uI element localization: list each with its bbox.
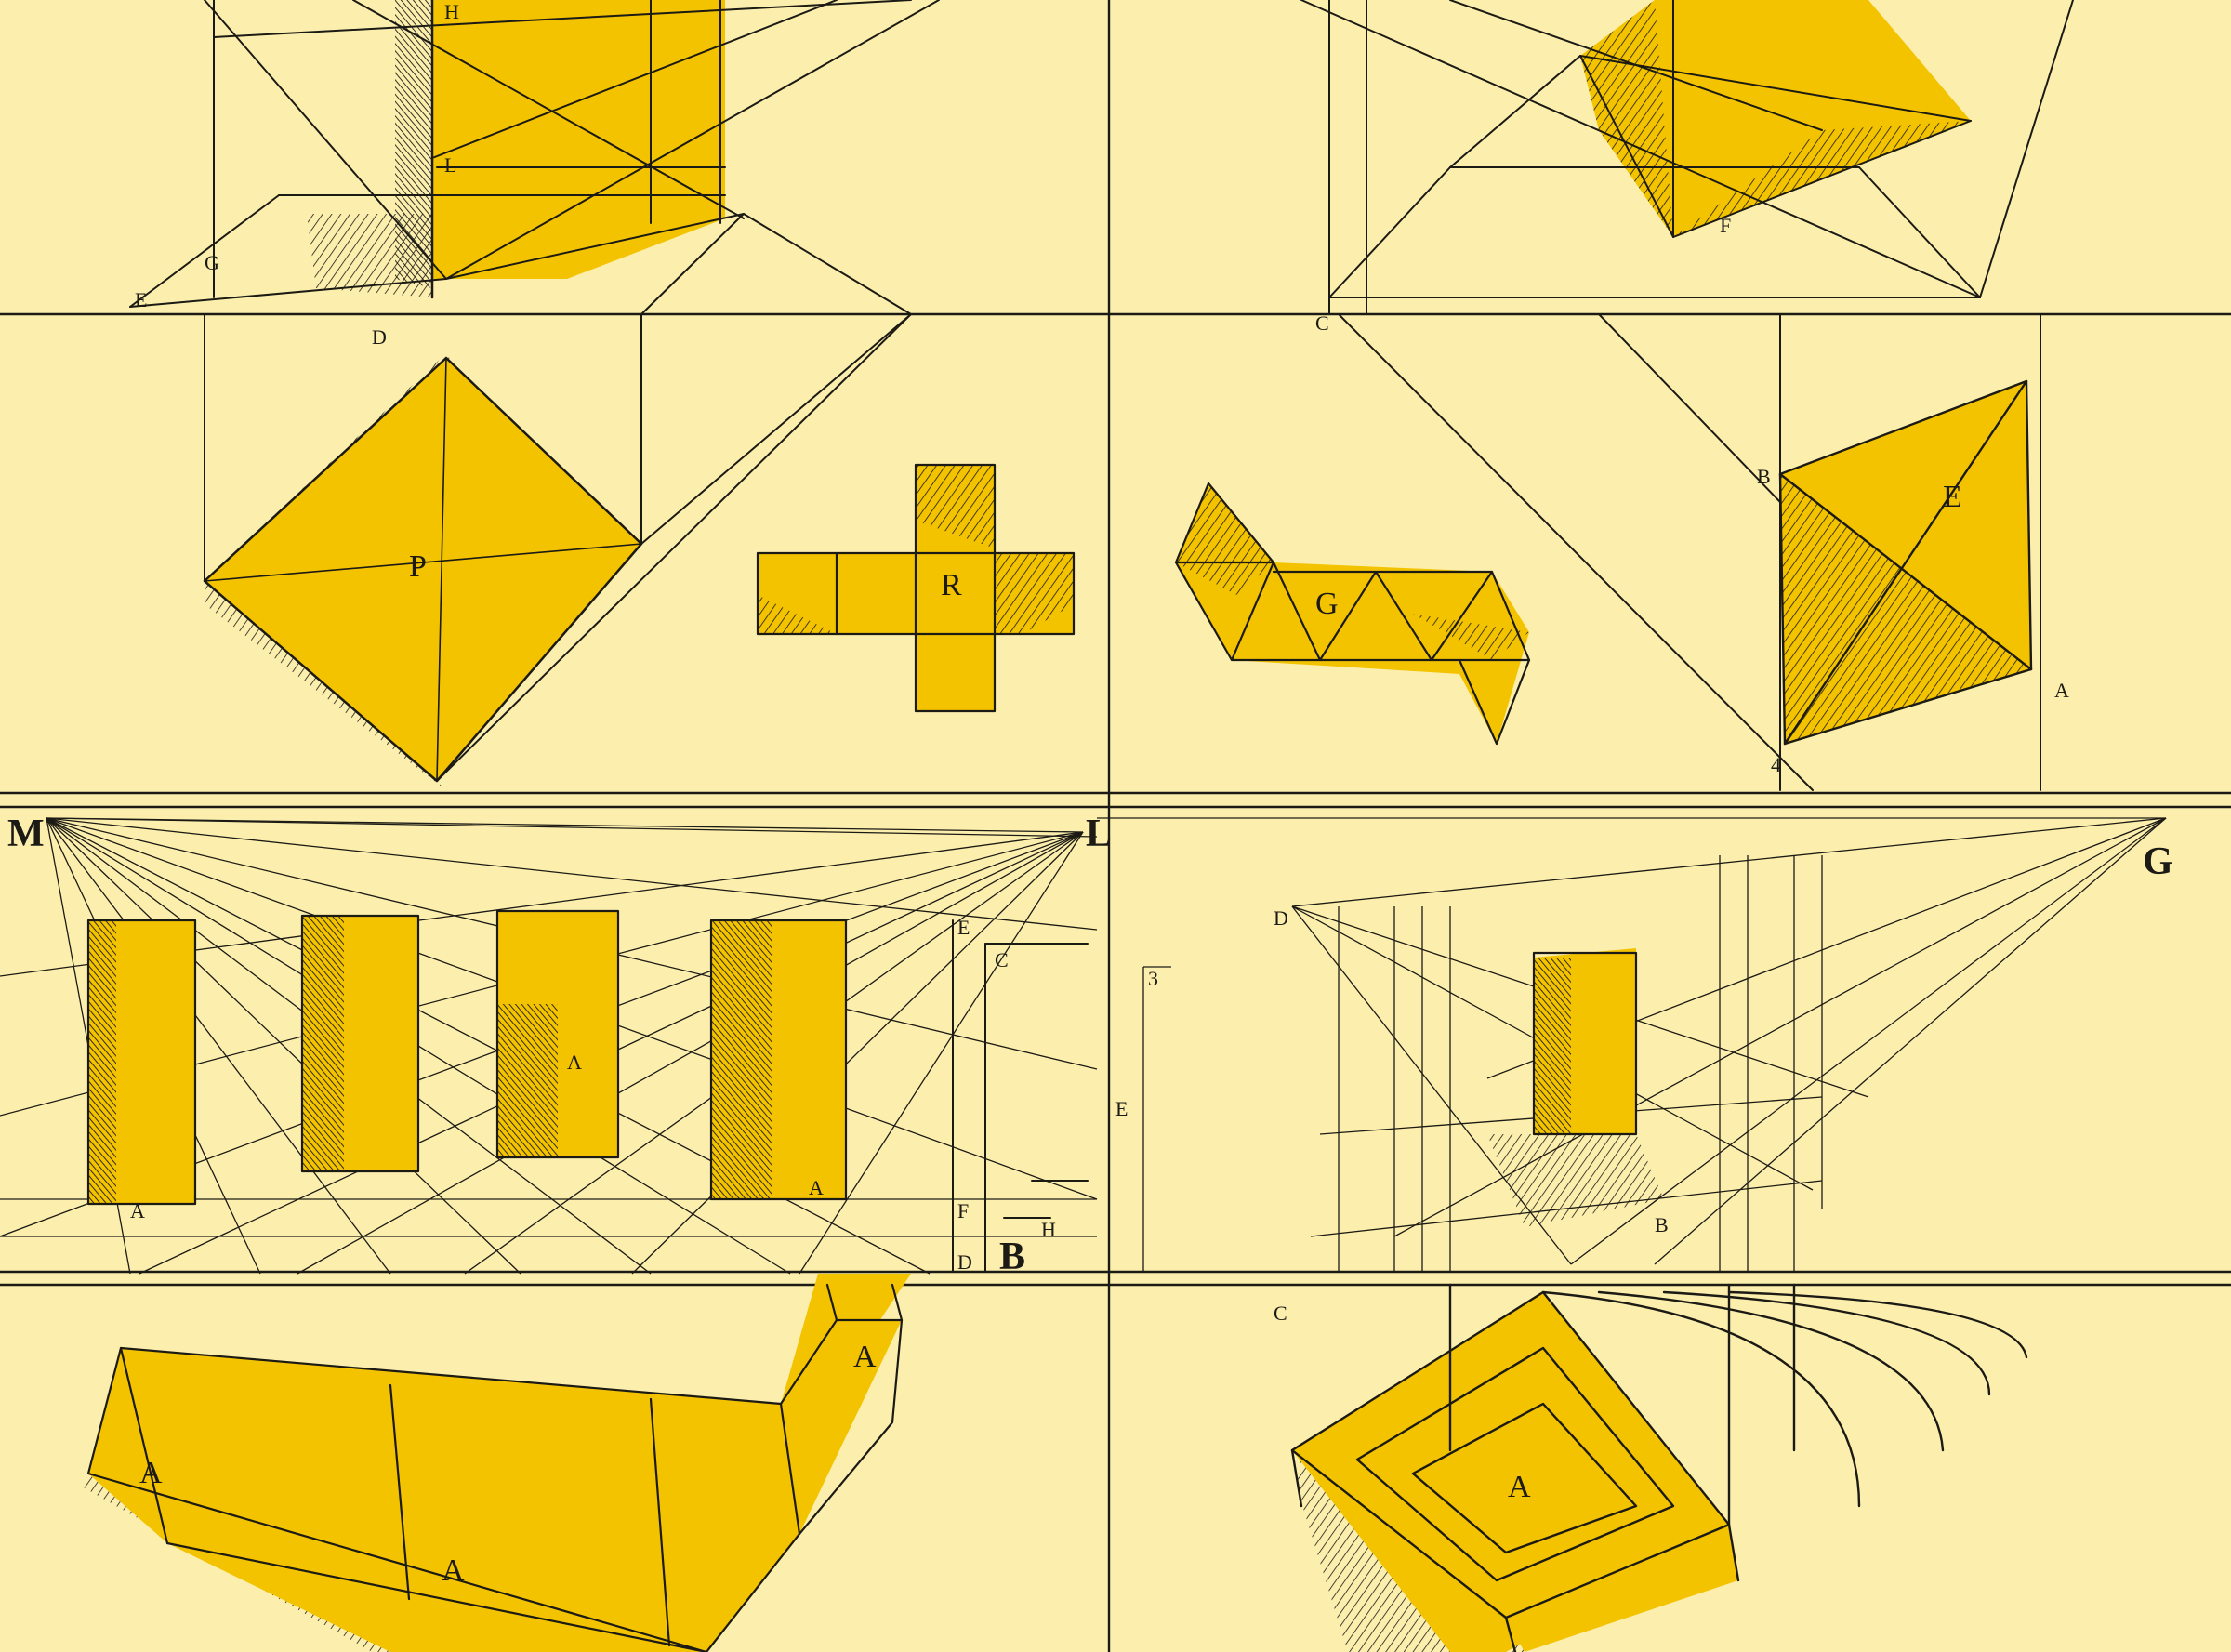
label-d-side: D (1274, 906, 1288, 930)
label-f: F (1720, 214, 1731, 237)
label-f-scale: F (957, 1199, 969, 1222)
label-c-scale: C (995, 948, 1009, 971)
label-c-side: C (1274, 1302, 1287, 1325)
square-p-figure: P D E G L H (135, 0, 912, 790)
bottom-left-columns: A A A M L E C F D B H (0, 813, 1112, 1278)
label-m: M (7, 813, 45, 855)
label-b: B (1757, 465, 1771, 488)
label-a-slab3: A (853, 1340, 877, 1374)
label-a: A (2054, 679, 2069, 702)
label-d-scale: D (957, 1250, 972, 1274)
label-b-scale: B (999, 1236, 1025, 1278)
label-e: E (135, 288, 147, 311)
label-a-col1: A (130, 1199, 145, 1222)
label-p: P (409, 549, 427, 584)
label-h-scale: H (1041, 1218, 1056, 1241)
bottom-left-slab: A A A (84, 1274, 911, 1652)
net-cross-r: R (756, 463, 1076, 713)
label-r: R (941, 568, 962, 602)
label-4: 4 (1771, 753, 1781, 776)
label-a-col4: A (809, 1176, 824, 1199)
net-strip-g: G (1174, 482, 1531, 746)
label-g: G (205, 251, 219, 274)
label-e-square: E (1943, 480, 1962, 514)
label-3-side: 3 (1148, 967, 1158, 990)
label-d: D (372, 325, 387, 349)
label-g-net: G (1315, 587, 1339, 621)
label-g-corner: G (2143, 840, 2173, 883)
label-a-block: A (1508, 1470, 1531, 1504)
label-a-slab2: A (442, 1553, 465, 1588)
bottom-right-perspective: G D E C 3 B A (1097, 817, 2173, 1652)
label-l: L (444, 153, 456, 177)
label-e-scale: E (957, 916, 970, 939)
label-e-side: E (1116, 1097, 1128, 1120)
label-c: C (1315, 311, 1329, 335)
top-right-octahedron: E A B C F 4 (1300, 0, 2074, 791)
label-h: H (444, 0, 459, 23)
label-b-ground: B (1655, 1213, 1669, 1236)
label-l-corner: L (1086, 813, 1112, 855)
label-a-col3: A (567, 1051, 582, 1074)
top-left-prism-drawing (129, 0, 940, 315)
label-a-slab1: A (139, 1456, 163, 1490)
